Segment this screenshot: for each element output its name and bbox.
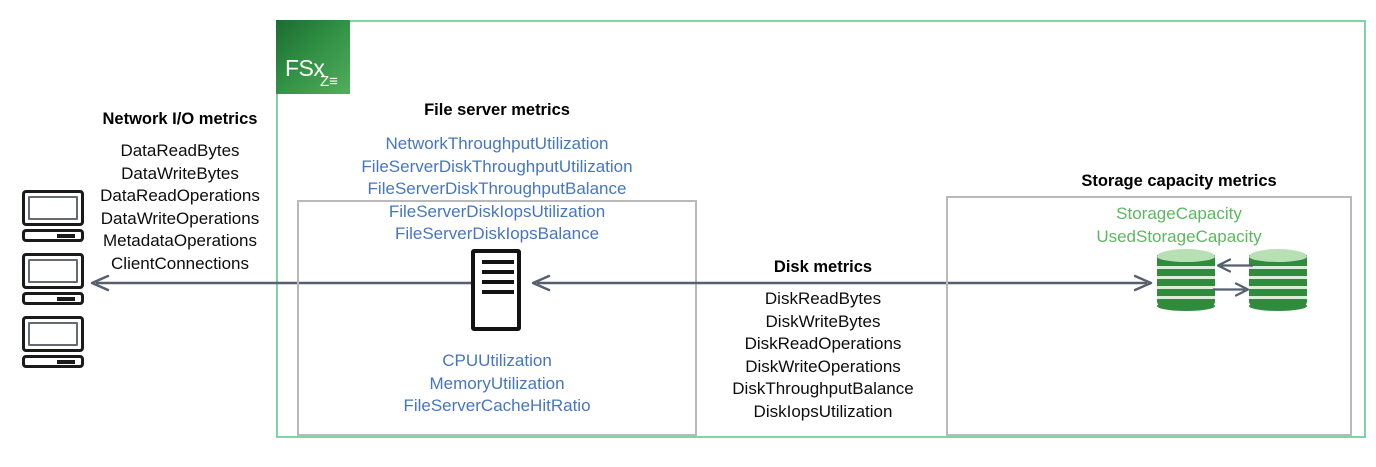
- rack-slot: [482, 290, 514, 294]
- file-server-metrics-list-bottom: CPUUtilization MemoryUtilization FileSer…: [357, 350, 637, 418]
- arrow-between-cylinders-right: [1213, 282, 1250, 297]
- network-io-section-title: Network I/O metrics: [102, 110, 258, 128]
- monitor-base: [22, 229, 84, 242]
- metric-item: FileServerCacheHitRatio: [403, 396, 591, 415]
- cylinder-ring: [1157, 286, 1215, 289]
- cylinder-top: [1157, 249, 1215, 264]
- cylinder-ring: [1249, 266, 1307, 269]
- monitor-screen: [22, 190, 84, 226]
- client-computer-icon-1: [22, 190, 84, 242]
- network-io-metrics-list: DataReadBytes DataWriteBytes DataReadOpe…: [50, 140, 310, 275]
- metric-item: DiskWriteOperations: [745, 356, 901, 376]
- cylinder-ring: [1249, 296, 1307, 299]
- metric-item: FileServerDiskThroughputBalance: [367, 179, 627, 198]
- file-server-panel: [297, 200, 697, 436]
- metric-item: FileServerDiskThroughputUtilization: [361, 156, 633, 176]
- metric-item: FileServerDiskIopsBalance: [394, 224, 600, 243]
- file-server-section-title: File server metrics: [424, 101, 570, 119]
- client-computer-icon-3: [22, 316, 84, 368]
- storage-capacity-section-title: Storage capacity metrics: [1081, 172, 1277, 190]
- cylinder-ring: [1249, 276, 1307, 279]
- cylinder-ring: [1157, 276, 1215, 279]
- fsx-logo-subscript-icon: Z≡: [320, 73, 338, 90]
- monitor-screen: [22, 253, 84, 289]
- metric-item: DataWriteBytes: [121, 163, 239, 183]
- arrow-between-cylinders-left: [1216, 258, 1253, 273]
- metric-item: MemoryUtilization: [429, 373, 565, 393]
- database-cylinder-icon-right: [1249, 249, 1307, 311]
- metric-item: MetadataOperations: [102, 231, 258, 250]
- metric-item: DataReadBytes: [120, 141, 240, 160]
- fsx-service-boundary: [276, 20, 1366, 438]
- metric-item: DiskThroughputBalance: [732, 379, 914, 398]
- metric-item: CPUUtilization: [442, 351, 552, 370]
- file-server-rack-icon: [471, 249, 521, 331]
- monitor-screen: [22, 316, 84, 352]
- cylinder-ring: [1157, 296, 1215, 299]
- arrow-fileserver-to-clients: [90, 274, 478, 292]
- cylinder-top: [1249, 249, 1307, 264]
- database-cylinder-icon-left: [1157, 249, 1215, 311]
- metric-item: DataReadOperations: [100, 186, 260, 205]
- metric-item: FileServerDiskIopsUtilization: [388, 201, 606, 221]
- storage-capacity-metrics-list: StorageCapacity UsedStorageCapacity: [1029, 203, 1329, 248]
- file-server-metrics-list-top: NetworkThroughputUtilization FileServerD…: [327, 133, 667, 246]
- rack-slot: [482, 280, 514, 284]
- metric-item: StorageCapacity: [1116, 204, 1242, 223]
- cylinder-bottom: [1157, 301, 1215, 311]
- fsx-service-logo: FSx Z≡: [276, 20, 350, 94]
- monitor-base: [22, 355, 84, 368]
- metric-item: DiskWriteBytes: [765, 311, 881, 331]
- arrow-storage-to-fileserver: [531, 274, 697, 292]
- storage-capacity-panel: [946, 196, 1352, 436]
- metric-item: NetworkThroughputUtilization: [385, 134, 609, 153]
- rack-slot: [482, 260, 514, 264]
- disk-metrics-section-title: Disk metrics: [773, 258, 873, 276]
- metric-item: DiskIopsUtilization: [753, 401, 893, 421]
- monitor-base: [22, 292, 84, 305]
- metric-item: ClientConnections: [111, 253, 249, 273]
- cylinder-ring: [1157, 266, 1215, 269]
- metric-item: DiskReadBytes: [764, 289, 882, 308]
- cylinder-ring: [1249, 286, 1307, 289]
- rack-slot: [482, 270, 514, 274]
- disk-metrics-list: DiskReadBytes DiskWriteBytes DiskReadOpe…: [693, 288, 953, 423]
- client-computer-icon-2: [22, 253, 84, 305]
- metric-item: DataWriteOperations: [100, 208, 260, 228]
- metric-item: DiskReadOperations: [744, 334, 902, 353]
- fsx-logo-label: FSx: [285, 55, 325, 81]
- cylinder-bottom: [1249, 301, 1307, 311]
- metric-item: UsedStorageCapacity: [1096, 226, 1262, 246]
- arrow-fileserver-to-storage: [697, 274, 1153, 292]
